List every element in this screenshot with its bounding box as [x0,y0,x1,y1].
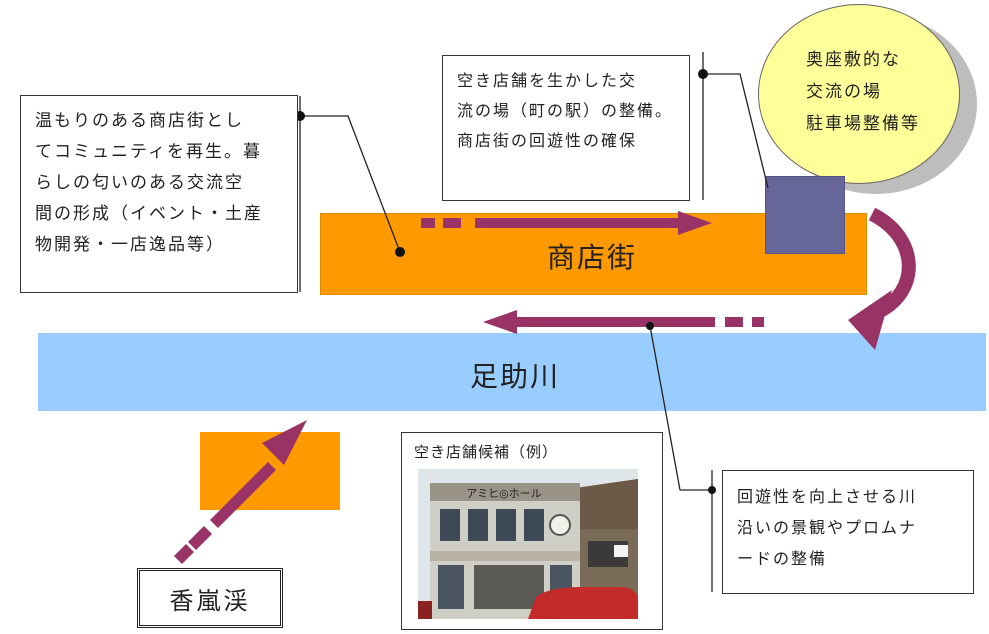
shopping-street-label: 商店街 [547,241,638,274]
town-station-square [765,176,845,254]
vacant-shop-photo-frame: 空き店舗候補（例） アミヒ◎ホール [401,432,663,630]
leader-community [299,96,401,292]
turn-arrow [868,207,916,319]
zashiki-line-1: 奥座敷的な [806,50,901,70]
river-flow-arrow [483,310,764,334]
callout-riverside-line-2: 沿いの景観やプロムナ [737,518,918,537]
callout-community-line-4: 間の形成（イベント・土産 [35,204,263,224]
callout-station-line-2: 流の場（町の駅）の整備。 [457,101,674,120]
callout-riverside-line-3: ードの整備 [737,549,828,568]
korankei-label: 香嵐渓 [169,586,251,615]
callout-town-station: 空き店舗を生かした交 流の場（町の駅）の整備。 商店街の回遊性の確保 [442,55,690,201]
leader-station [702,52,769,200]
river-label: 足助川 [470,360,561,393]
zashiki-line-3: 駐車場整備等 [806,114,920,134]
callout-community-line-3: らしの匂いのある交流空 [35,173,244,193]
shop-sign: アミヒ◎ホール [466,487,541,500]
zashiki-line-2: 交流の場 [806,82,882,102]
vacant-shop-photo-caption: 空き店舗候補（例） [414,443,559,461]
vacant-shop-photo: アミヒ◎ホール [418,469,638,619]
callout-riverside-line-1: 回遊性を向上させる川 [737,487,918,506]
korankei-label-box: 香嵐渓 [137,568,283,628]
callout-riverside: 回遊性を向上させる川 沿いの景観やプロムナ ードの整備 [722,470,974,594]
turn-arrow-head [848,290,892,350]
zashiki-bubble [758,4,960,184]
callout-community-line-2: てコミュニティを再生。暮 [35,142,262,162]
street-flow-arrow [421,211,712,235]
zashiki-bubble-text: 奥座敷的な 交流の場 駐車場整備等 [806,44,920,140]
river-band [38,333,986,411]
callout-community-line-1: 温もりのある商店街とし [35,111,244,131]
callout-community: 温もりのある商店街とし てコミュニティを再生。暮 らしの匂いのある交流空 間の形… [20,95,298,293]
callout-station-line-3: 商店街の回遊性の確保 [457,131,638,150]
callout-station-line-1: 空き店舗を生かした交 [457,71,638,90]
callout-community-line-5: 物開発・一店逸品等） [35,235,225,255]
korankei-arrow [174,420,307,564]
